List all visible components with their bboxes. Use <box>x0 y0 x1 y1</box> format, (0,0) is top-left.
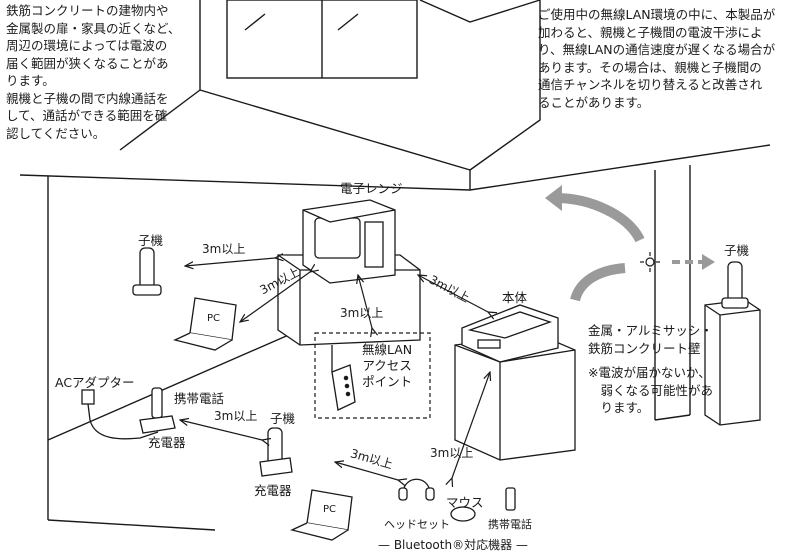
note-line: 届く範囲が狭くなることがあ <box>6 55 169 71</box>
note-line: 鉄筋コンクリートの建物内や <box>6 3 169 18</box>
note-line: 認してください。 <box>6 125 106 141</box>
note-line: して、通話ができる範囲を確 <box>6 108 168 123</box>
pc-top <box>173 297 237 351</box>
spark-icon <box>640 252 660 272</box>
distance-label: 3m以上 <box>214 409 258 423</box>
ac-adapter <box>81 389 159 440</box>
label-main-unit: 本体 <box>502 290 528 305</box>
note-line: 加わると、親機と子機間の電波干渉によ <box>538 24 763 40</box>
note-line: ります。 <box>6 73 55 88</box>
note-line: 親機と子機の間で内線通話を <box>6 90 169 106</box>
distance-arrows <box>180 258 490 480</box>
handset-right <box>721 261 749 309</box>
wall-warning-line: ※電波が届かないか、 <box>588 365 711 380</box>
handset-bottom <box>259 427 293 477</box>
label-microwave: 電子レンジ <box>340 181 403 196</box>
note-line: 周辺の環境によっては電波の <box>6 38 168 53</box>
label-handset-bottom: 子機 <box>270 411 296 426</box>
access-point <box>331 345 356 411</box>
right-handset-stand <box>704 299 761 426</box>
note-line: あります。その場合は、親機と子機間の <box>538 59 762 75</box>
note-top-left: 鉄筋コンクリートの建物内や 金属製の扉・家具の近くなど、 周辺の環境によっては電… <box>6 2 180 142</box>
wall-label-line: 金属・アルミサッシ・ <box>588 323 713 338</box>
wall-warning: ※電波が届かないか、 弱くなる可能性があ ります。 <box>588 364 713 417</box>
wall-warning-line: ります。 <box>588 400 650 415</box>
label-handset-left: 子機 <box>138 233 164 248</box>
label-handset-right: 子機 <box>724 243 750 258</box>
label-headset: ヘッドセット <box>384 518 450 531</box>
label-ac-adapter: ACアダプター <box>55 375 135 390</box>
interference-arrows <box>545 185 715 302</box>
label-pc-top: PC <box>207 313 221 324</box>
handset-left <box>132 247 162 296</box>
house-window <box>226 0 418 79</box>
note-line: り、無線LANの通信速度が遅くなる場合が <box>538 42 776 57</box>
pc-bottom <box>290 489 353 541</box>
note-line: 通信チャンネルを切り替えると改善され <box>538 77 763 92</box>
label-charger-bottom: 充電器 <box>254 483 292 498</box>
headset <box>398 478 435 501</box>
distance-label: 3m以上 <box>430 446 474 460</box>
building-outline <box>19 0 771 531</box>
label-mobile-phone-left: 携帯電話 <box>174 391 225 406</box>
label-mobile-phone-bt: 携帯電話 <box>488 518 532 531</box>
wall-warning-line: 弱くなる可能性があ <box>588 382 714 398</box>
note-line: 金属製の扉・家具の近くなど、 <box>6 20 181 36</box>
note-top-right: ご使用中の無線LAN環境の中に、本製品が 加わると、親機と子機間の電波干渉によ … <box>538 6 775 111</box>
label-access-point: 無線LAN アクセス ポイント <box>362 342 412 390</box>
wall-label: 金属・アルミサッシ・ 鉄筋コンクリート壁 <box>588 322 713 357</box>
mouse <box>450 506 476 522</box>
mobile-phone-bt <box>505 487 516 511</box>
ap-label-line: アクセス <box>362 358 412 373</box>
ap-label-line: 無線LAN <box>362 342 413 357</box>
charger-left <box>139 387 176 434</box>
bluetooth-caption: — Bluetooth®対応機器 — <box>378 538 528 552</box>
distance-label: 3m以上 <box>340 306 384 320</box>
note-line: ご使用中の無線LAN環境の中に、本製品が <box>538 7 776 22</box>
label-pc-bottom: PC <box>323 504 337 515</box>
wall-label-line: 鉄筋コンクリート壁 <box>588 340 701 356</box>
microwave <box>302 199 396 284</box>
label-mouse: マウス <box>446 495 484 510</box>
distance-label: 3m以上 <box>202 242 246 256</box>
label-charger-left: 充電器 <box>148 435 186 450</box>
note-line: ることがあります。 <box>538 94 650 110</box>
ap-label-line: ポイント <box>362 374 413 389</box>
